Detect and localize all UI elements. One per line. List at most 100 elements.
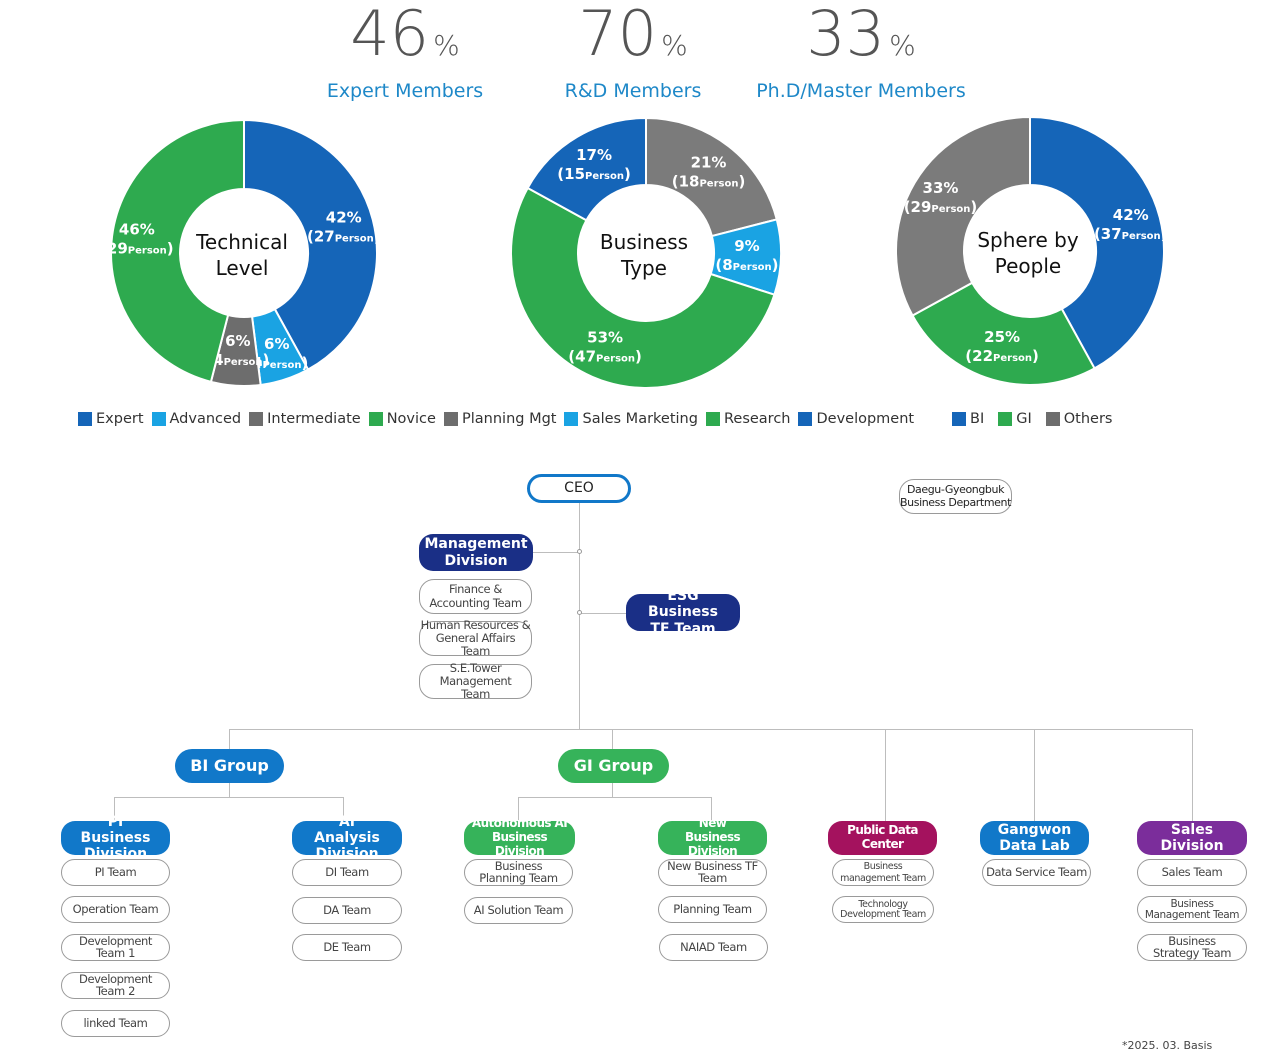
legend-item: Advanced	[151, 411, 242, 427]
gi-group: GI Group	[558, 749, 669, 783]
stat-unit: %	[889, 29, 916, 62]
connector-line	[579, 502, 580, 729]
legend-item: Novice	[368, 411, 436, 427]
stat-value: 46	[350, 0, 430, 70]
connector-line	[229, 729, 230, 749]
slice-persons-label: (29Person)	[904, 198, 978, 216]
development-team-1: Development Team 1	[61, 934, 170, 961]
pie-slice-gi	[911, 281, 1096, 386]
slice-percent-label: 21%	[691, 153, 727, 171]
donut-chart-2: 42%(37Person)25%(22Person)33%(29Person)S…	[895, 115, 1168, 386]
stat-label: Ph.D/Master Members	[756, 80, 966, 102]
legend-swatch	[249, 412, 264, 426]
stat-value: 33	[806, 0, 886, 70]
legend-sphere-by-people: BI GI Others	[952, 411, 1112, 427]
slice-percent-label: 17%	[576, 146, 612, 164]
slice-persons-label: (29Person)	[100, 239, 174, 257]
slice-percent-label: 42%	[1113, 206, 1149, 224]
ai-solution-team: AI Solution Team	[464, 897, 573, 924]
slice-percent-label: 53%	[587, 329, 623, 347]
slice-persons-label: (22Person)	[965, 347, 1039, 365]
donut-charts: 42%(27Person)6%(4Person)6%(4Person)46%(2…	[100, 115, 1168, 389]
legend-item: Development	[798, 411, 914, 427]
slice-percent-label: 6%	[264, 335, 289, 353]
legend-item: Sales Marketing	[564, 411, 698, 427]
slice-persons-label: (27Person)	[307, 227, 381, 245]
legend-item: Expert	[78, 411, 144, 427]
business-management-team-pdc: Business management Team	[832, 859, 934, 886]
connector-line	[1034, 729, 1035, 821]
connector-line	[229, 729, 1193, 730]
legend-swatch	[798, 412, 813, 426]
daegu-department: Daegu-Gyeongbuk Business Department	[899, 479, 1012, 514]
di-team: DI Team	[292, 859, 402, 886]
gangwon-data-lab: Gangwon Data Lab	[980, 821, 1089, 855]
footnote: *2025. 03. Basis	[1122, 1039, 1213, 1052]
pie-slice-others	[895, 115, 1031, 317]
legend-swatch	[998, 412, 1013, 426]
pi-business-division: PI Business Division	[61, 814, 170, 862]
legend-technical-level: Expert Advanced Intermediate Novice	[78, 411, 436, 427]
legend-swatch	[444, 412, 458, 426]
connector-line	[1192, 729, 1193, 821]
legend-swatch	[368, 412, 383, 426]
operation-team: Operation Team	[61, 896, 170, 923]
legend-label: BI	[970, 411, 985, 427]
management-division: Management Division	[419, 534, 533, 571]
chart-center-title: Type	[620, 256, 667, 280]
business-planning-team: Business Planning Team	[464, 859, 573, 886]
connector-line	[518, 797, 519, 821]
naiad-team: NAIAD Team	[659, 934, 768, 961]
connector-line	[885, 729, 886, 821]
new-business-tf-team: New Business TF Team	[658, 859, 767, 886]
legend-swatch	[1045, 412, 1060, 426]
legend-label: GI	[1016, 411, 1032, 427]
chart-center-title: People	[995, 254, 1061, 278]
donut-chart-1: 21%(18Person)9%(8Person)53%(47Person)17%…	[510, 116, 782, 389]
connector-dot	[577, 549, 582, 554]
new-business-division: New Business Division	[658, 816, 767, 858]
pi-team: PI Team	[61, 859, 170, 886]
legend-item: GI	[998, 411, 1032, 427]
connector-line	[114, 797, 344, 798]
planning-team: Planning Team	[658, 896, 767, 923]
connector-line	[612, 783, 613, 797]
slice-persons-label: (15Person)	[557, 165, 631, 183]
legend-item: Intermediate	[249, 411, 361, 427]
legend-item: BI	[952, 411, 984, 427]
connector-line	[114, 797, 115, 821]
slice-percent-label: 6%	[225, 332, 250, 350]
slice-persons-label: (47Person)	[568, 348, 642, 366]
slice-percent-label: 33%	[923, 179, 959, 197]
legend-label: Sales Marketing	[582, 411, 698, 427]
connector-line	[343, 797, 344, 821]
stat-value: 70	[578, 0, 658, 70]
pie-slice-novice	[110, 118, 245, 384]
legend-label: Advanced	[169, 411, 242, 427]
legend-swatch	[564, 412, 579, 426]
legend-label: Research	[723, 411, 791, 427]
stat-label: Expert Members	[326, 80, 484, 102]
autonomous-ai-division: Autonomous AI Business Division	[464, 816, 575, 858]
pie-slice-planning-mgt	[645, 116, 778, 238]
connector-line	[518, 797, 712, 798]
legend-label: Others	[1063, 411, 1113, 427]
legend-label: Intermediate	[267, 411, 361, 427]
hr-general-affairs-team: Human Resources & General Affairs Team	[419, 617, 532, 659]
legend-swatch	[78, 412, 92, 426]
business-strategy-team: Business Strategy Team	[1137, 934, 1247, 961]
slice-persons-label: (37Person)	[1094, 225, 1168, 243]
connector-line	[229, 783, 230, 797]
slice-percent-label: 42%	[326, 208, 362, 226]
chart-center-title: Business	[600, 230, 688, 254]
pie-slice-bi	[1029, 115, 1165, 370]
stat-unit: %	[661, 29, 688, 62]
sales-team: Sales Team	[1137, 859, 1247, 886]
business-management-team: Business Management Team	[1137, 896, 1247, 923]
chart-center-title: Sphere by	[977, 228, 1079, 252]
chart-center-title: Level	[216, 256, 269, 280]
legend-item: Research	[705, 411, 791, 427]
development-team-2: Development Team 2	[61, 972, 170, 999]
slice-persons-label: (18Person)	[672, 172, 746, 190]
bi-group: BI Group	[175, 749, 284, 783]
